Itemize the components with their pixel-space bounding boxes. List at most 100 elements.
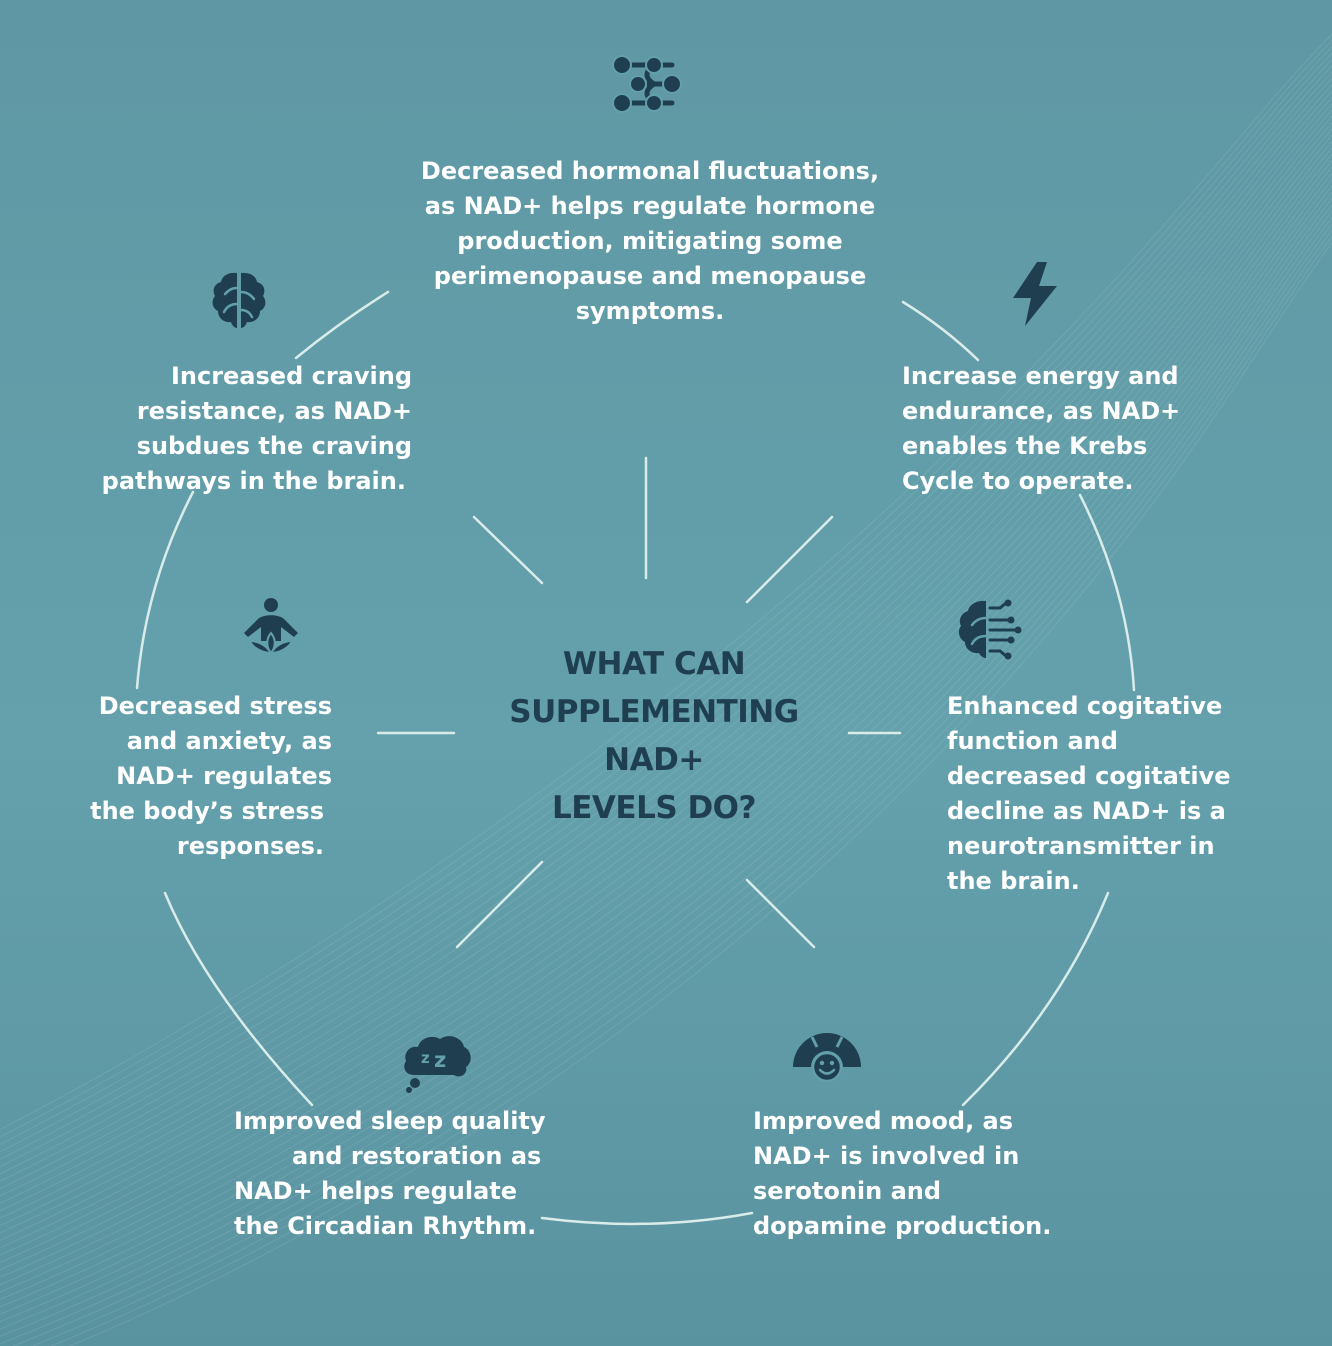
sleep-cloud-icon: z z xyxy=(404,1036,471,1093)
wave-line xyxy=(0,204,1332,1330)
spoke-top-left xyxy=(472,515,544,585)
center-title-line: NAD+ xyxy=(604,742,704,778)
wave-line xyxy=(0,128,1332,1241)
wave-line xyxy=(0,122,1332,1234)
wave-line xyxy=(0,153,1332,1271)
text-line: the brain. xyxy=(947,867,1080,895)
text-line: decreased cogitative xyxy=(947,762,1231,790)
wave-line xyxy=(0,185,1332,1308)
text-line: Improved mood, as xyxy=(753,1107,1014,1135)
wave-line xyxy=(0,0,1332,1186)
node-cognitive-text: Enhanced cogitative function and decreas… xyxy=(947,689,1307,899)
wave-line xyxy=(0,0,1332,1200)
wave-line xyxy=(68,242,1332,1346)
wave-line xyxy=(0,159,1332,1278)
center-title-line: SUPPLEMENTING xyxy=(509,694,799,730)
text-line: production, mitigating some xyxy=(457,227,843,255)
wave-line xyxy=(0,103,1332,1212)
wave-line xyxy=(0,134,1332,1249)
wave-line xyxy=(0,84,1332,1190)
text-line: enables the Krebs xyxy=(902,432,1148,460)
wave-line xyxy=(0,90,1332,1197)
center-title-line: WHAT CAN xyxy=(562,646,746,682)
text-line: Decreased stress xyxy=(98,692,332,720)
wave-line xyxy=(0,172,1332,1293)
wave-line xyxy=(11,223,1332,1346)
node-sleep-text: Improved sleep quality and restoration a… xyxy=(234,1104,614,1244)
wave-line xyxy=(0,0,1332,1164)
wave-line xyxy=(0,0,1332,1172)
text-line: Cycle to operate. xyxy=(902,467,1134,495)
wave-line xyxy=(0,210,1332,1337)
brain-icon xyxy=(212,272,266,328)
text-line: perimenopause and menopause xyxy=(433,262,867,290)
lightning-bolt-icon xyxy=(1013,262,1057,326)
spoke-top-right xyxy=(745,515,834,604)
arc-cognitive-to-mood xyxy=(961,891,1110,1107)
radial-spokes xyxy=(376,456,902,949)
arc-craving-to-hormonal xyxy=(294,290,390,360)
svg-text:z: z xyxy=(434,1048,446,1072)
text-line: and restoration as xyxy=(292,1142,542,1170)
wave-line xyxy=(0,191,1332,1315)
wave-line xyxy=(0,197,1332,1323)
text-line: as NAD+ helps regulate hormone xyxy=(424,192,876,220)
text-line: decline as NAD+ is a xyxy=(947,797,1226,825)
text-line: the Circadian Rhythm. xyxy=(234,1212,537,1240)
text-line: neurotransmitter in xyxy=(947,832,1215,860)
wave-line xyxy=(0,216,1332,1345)
node-mood-text: Improved mood, as NAD+ is involved in se… xyxy=(753,1104,1133,1244)
text-line: NAD+ regulates xyxy=(116,762,332,790)
meditation-icon xyxy=(244,598,298,655)
text-line: the body’s stress xyxy=(90,797,324,825)
text-line: pathways in the brain. xyxy=(101,467,406,495)
node-stress-text: Decreased stress and anxiety, as NAD+ re… xyxy=(30,689,332,864)
text-line: endurance, as NAD+ xyxy=(902,397,1181,425)
text-line: symptoms. xyxy=(575,297,725,325)
wave-line xyxy=(49,235,1332,1346)
text-line: NAD+ helps regulate xyxy=(234,1177,518,1205)
text-line: Enhanced cogitative xyxy=(947,692,1223,720)
mood-gauge-icon xyxy=(793,1033,861,1083)
center-title: WHAT CAN SUPPLEMENTING NAD+ LEVELS DO? xyxy=(466,640,842,832)
node-hormonal-text: Decreased hormonal fluctuations, as NAD+… xyxy=(380,154,920,329)
arc-energy-to-cognitive xyxy=(1078,493,1136,692)
wave-line xyxy=(0,147,1332,1264)
spoke-bottom-left xyxy=(455,860,544,949)
node-energy-text: Increase energy and endurance, as NAD+ e… xyxy=(902,359,1242,499)
svg-text:z: z xyxy=(421,1049,430,1067)
wave-line xyxy=(0,115,1332,1227)
text-line: and anxiety, as xyxy=(126,727,332,755)
wave-line xyxy=(0,0,1332,1150)
wave-line xyxy=(0,0,1332,1179)
text-line: Decreased hormonal fluctuations, xyxy=(420,157,880,185)
text-line: Improved sleep quality xyxy=(234,1107,546,1135)
arc-stress-to-craving xyxy=(135,490,195,690)
wave-line xyxy=(0,140,1332,1256)
spoke-bottom-right xyxy=(745,878,816,949)
wave-line xyxy=(0,96,1332,1204)
text-line: dopamine production. xyxy=(753,1212,1052,1240)
wave-line xyxy=(0,0,1332,1157)
wave-line xyxy=(0,109,1332,1219)
arc-mood-to-sleep xyxy=(540,1211,754,1226)
text-line: subdues the craving xyxy=(136,432,412,460)
text-line: responses. xyxy=(176,832,324,860)
text-line: serotonin and xyxy=(753,1177,942,1205)
arc-hormonal-to-energy xyxy=(901,300,980,362)
wave-line xyxy=(30,229,1332,1346)
text-line: Increased craving xyxy=(170,362,412,390)
brain-circuit-icon xyxy=(958,599,1022,660)
circle-arcs xyxy=(135,290,1136,1226)
text-line: NAD+ is involved in xyxy=(753,1142,1020,1170)
arc-sleep-to-stress xyxy=(163,891,314,1107)
text-line: function and xyxy=(947,727,1118,755)
wave-line xyxy=(0,166,1332,1286)
text-line: resistance, as NAD+ xyxy=(136,397,412,425)
wave-line xyxy=(0,178,1332,1300)
molecule-icon xyxy=(612,55,682,113)
center-title-line: LEVELS DO? xyxy=(551,790,757,826)
